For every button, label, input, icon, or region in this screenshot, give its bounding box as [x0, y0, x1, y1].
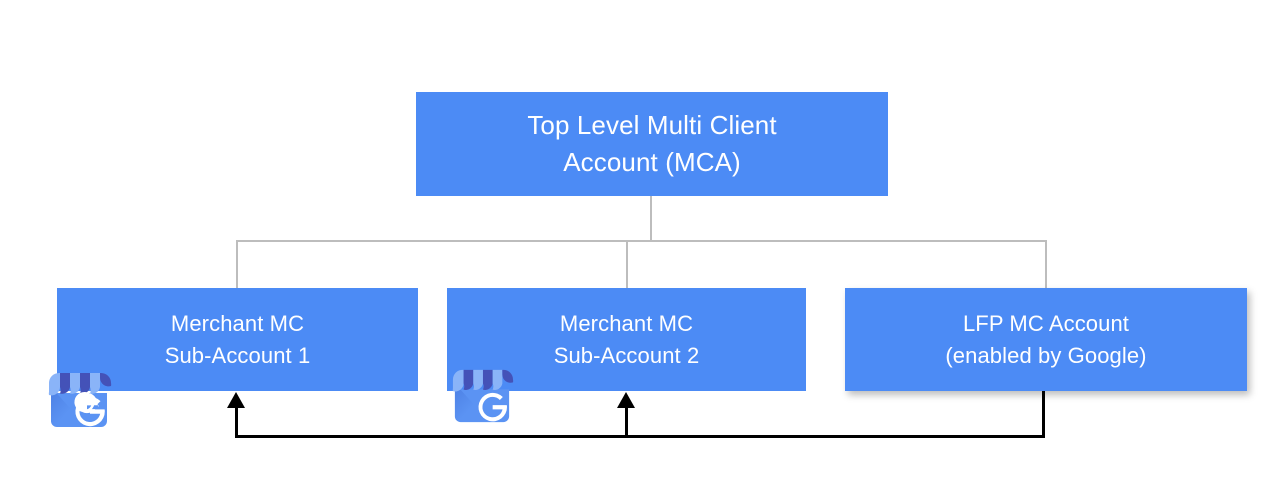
connector-root-stem — [650, 196, 652, 242]
google-my-business-icon — [446, 364, 518, 426]
node-top-level-mca[interactable]: Top Level Multi Client Account (MCA) — [416, 92, 888, 196]
arrowhead-sub-account-1 — [227, 392, 245, 408]
node-sub-account-2-line1: Merchant MC — [559, 311, 694, 337]
flow-line-horizontal — [235, 435, 1045, 438]
connector-drop-sub-account-2 — [626, 240, 628, 289]
node-lfp-line1: LFP MC Account — [962, 311, 1130, 337]
connector-horizontal-bus — [236, 240, 1047, 242]
node-merchant-mc-sub-account-1[interactable]: Merchant MC Sub-Account 1 — [57, 288, 418, 391]
node-sub-account-1-line2: Sub-Account 1 — [164, 342, 311, 368]
node-top-level-mca-line1: Top Level Multi Client — [527, 110, 777, 141]
flow-line-to-sub-account-2 — [625, 403, 628, 438]
node-sub-account-2-line2: Sub-Account 2 — [553, 342, 700, 368]
node-lfp-line2: (enabled by Google) — [945, 342, 1147, 368]
node-sub-account-1-line1: Merchant MC — [170, 311, 305, 337]
node-lfp-mc-account[interactable]: LFP MC Account (enabled by Google) — [845, 288, 1247, 391]
node-top-level-mca-line2: Account (MCA) — [563, 147, 741, 177]
flow-line-lfp-down — [1042, 391, 1045, 438]
connector-drop-sub-account-1 — [236, 240, 238, 289]
connector-drop-lfp-account — [1045, 240, 1047, 289]
flow-line-to-sub-account-1 — [235, 403, 238, 438]
arrowhead-sub-account-2 — [617, 392, 635, 408]
google-my-business-icon — [43, 367, 115, 431]
